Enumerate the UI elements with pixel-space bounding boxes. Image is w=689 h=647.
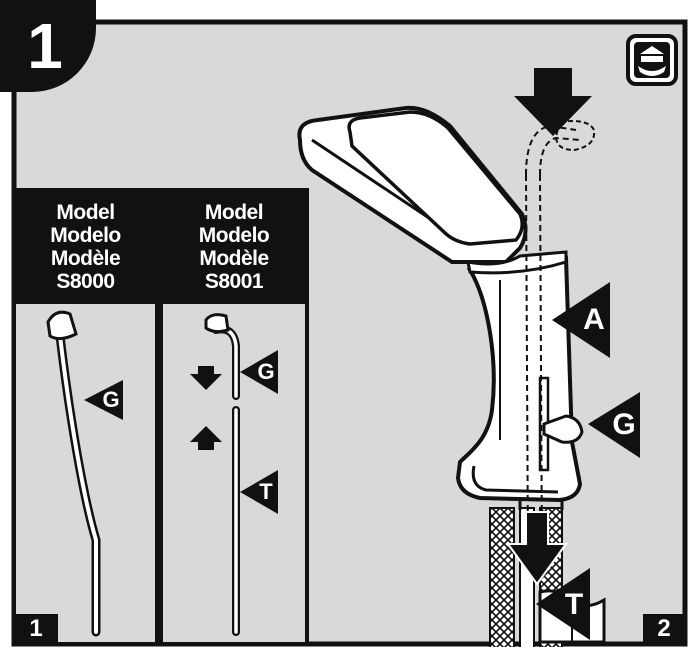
lift-rod-dashed xyxy=(525,120,596,561)
faucet-drawing-icon xyxy=(626,34,678,86)
arrow-down-icon xyxy=(514,68,592,136)
title-line: S8001 xyxy=(204,270,264,293)
callout-a-label: A xyxy=(583,303,605,336)
lift-rod-s8001-upper xyxy=(204,313,240,400)
title-line: Model xyxy=(56,201,115,224)
callout-g-label-1: G xyxy=(102,387,120,412)
corner-label-1: 1 xyxy=(29,615,43,642)
panel-s8000-title: Model Modelo Modèle S8000 xyxy=(14,201,157,293)
callout-g-label-main: G xyxy=(612,408,636,441)
callout-g-pointer-1 xyxy=(84,380,123,420)
lift-rod-s8000 xyxy=(46,310,101,637)
callout-g-pointer-main xyxy=(588,392,640,458)
title-line: Model xyxy=(204,201,264,224)
corner-label-2-bg xyxy=(643,614,685,644)
step-badge xyxy=(0,0,96,92)
corner-label-1-bg xyxy=(14,614,58,644)
callout-t-label-2: T xyxy=(259,479,273,504)
step-number: 1 xyxy=(27,10,63,82)
callout-t-pointer-main xyxy=(536,568,590,640)
callout-t-pointer-2 xyxy=(240,470,278,514)
title-line: Modelo xyxy=(50,224,121,247)
panel-s8000-header xyxy=(14,190,157,304)
arrow-down-icon xyxy=(506,511,568,586)
arrow-down-icon xyxy=(190,366,222,390)
callout-a-pointer xyxy=(552,282,610,358)
callout-t-label-main: T xyxy=(564,588,584,621)
callout-g-pointer-2 xyxy=(240,350,278,394)
corner-label-2: 2 xyxy=(657,615,671,642)
title-line: Modèle xyxy=(199,247,269,270)
title-line: S8000 xyxy=(56,270,115,293)
callout-g-label-2: G xyxy=(257,359,275,384)
lift-knob xyxy=(542,414,584,444)
panel-s8001-header xyxy=(161,190,307,304)
panel-s8001-title: Model Modelo Modèle S8001 xyxy=(161,201,307,293)
title-line: Modèle xyxy=(50,247,121,270)
arrow-up-icon xyxy=(190,426,222,450)
title-line: Modelo xyxy=(198,224,270,247)
